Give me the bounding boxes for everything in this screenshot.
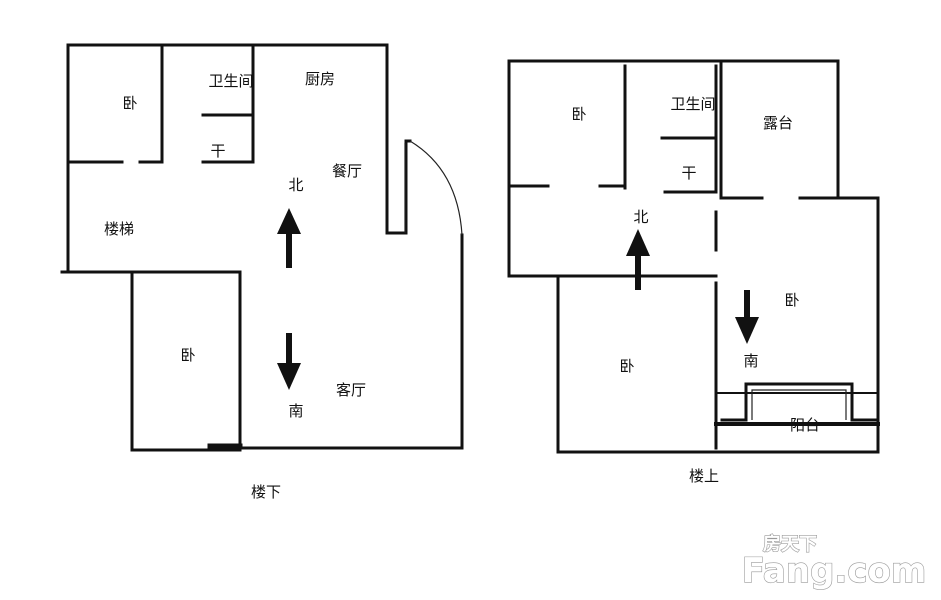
lower-north-label: 北 [288,176,303,194]
upper-bedroom-left-label: 卧 [619,357,634,375]
lower-living-label: 客厅 [336,381,366,399]
lower-walls [60,43,464,452]
upper-balcony-railing [720,382,878,422]
upper-walls [507,59,880,454]
lower-dining-label: 餐厅 [332,162,362,180]
lower-left-wall [66,43,242,452]
upper-bedroom-top-label: 卧 [571,105,586,123]
lower-dry-label: 干 [210,142,225,160]
lower-bedroom-top-label: 卧 [122,94,137,112]
upper-floor-caption: 楼上 [689,467,719,485]
watermark-brand-cn: 房天下 [763,533,817,555]
upper-south-arrow [735,290,759,344]
upper-bathroom-label: 卫生间 [670,95,715,113]
lower-floor-plan: 卧 卫生间 干 厨房 餐厅 楼梯 卧 客厅 北 南 楼下 [60,43,464,501]
watermark-brand-en: Fang.com [742,551,927,591]
lower-kitchen-label: 厨房 [305,70,335,88]
upper-south-label: 南 [743,352,758,370]
fang-watermark-logo: 房天下 Fang.com [741,532,927,591]
upper-north-arrow [626,229,650,290]
lower-floor-caption: 楼下 [251,483,281,501]
upper-floor-plan: 卧 卫生间 干 露台 卧 卧 阳台 北 南 楼上 [507,59,880,485]
lower-door-swing [409,140,463,236]
lower-bathroom-label: 卫生间 [208,72,253,90]
lower-south-label: 南 [288,402,303,420]
lower-living-bottom-wall [238,233,464,450]
upper-outer-top-wall [507,59,880,454]
lower-south-arrow [277,333,301,390]
upper-balcony-label: 阳台 [790,416,820,434]
upper-north-label: 北 [633,208,648,226]
lower-stairs-label: 楼梯 [104,220,134,238]
upper-terrace-label: 露台 [763,114,793,132]
upper-bedroom-right-label: 卧 [784,291,799,309]
upper-dry-label: 干 [681,164,696,182]
lower-bedroom-bottom-label: 卧 [180,346,195,364]
lower-north-arrow [277,208,301,268]
lower-outer-wall [66,43,408,235]
